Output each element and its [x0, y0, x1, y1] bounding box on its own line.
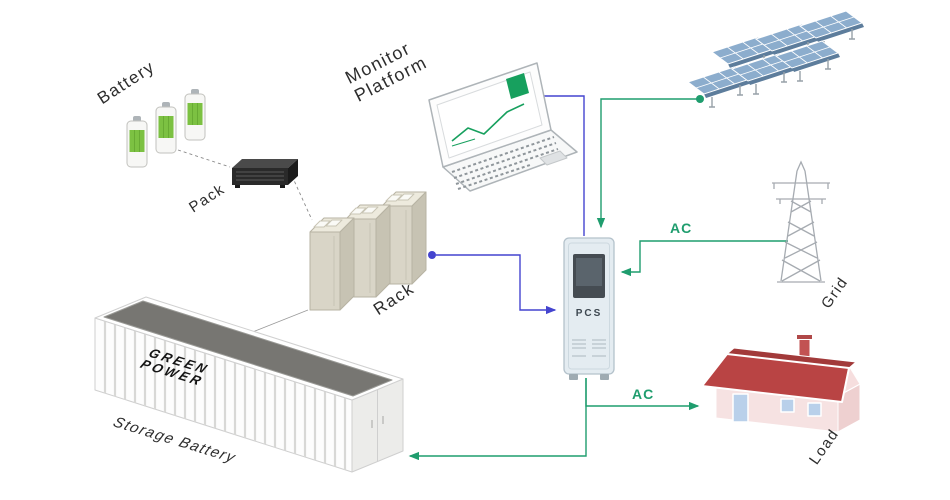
pack-to-rack-line — [291, 175, 313, 221]
ac-load-label: AC — [632, 386, 655, 402]
battery-cells-icon — [126, 89, 206, 168]
rack-to-container-line — [249, 309, 309, 334]
battery-to-pack-line — [177, 149, 231, 168]
solar-panels-icon — [687, 10, 865, 108]
pcs-to-container-arrow — [408, 378, 587, 461]
storage-container-icon — [94, 296, 404, 473]
solar-to-pcs-arrow — [596, 98, 700, 229]
monitor-laptop-icon — [428, 62, 578, 192]
flow-lines — [408, 91, 788, 461]
grid-tower-icon — [772, 160, 830, 283]
battery-rack-icon — [309, 191, 427, 311]
pcs-to-monitor-arrow — [524, 91, 585, 236]
dashed-connectors — [177, 149, 313, 221]
grid-to-pcs-arrow — [620, 240, 788, 277]
rack-node-dot — [428, 251, 436, 259]
pcs-label: PCS — [575, 308, 603, 319]
load-house-icon — [701, 334, 861, 433]
battery-pack-icon — [232, 159, 298, 188]
pcs-cabinet-icon — [563, 237, 615, 380]
rack-to-pcs-arrow — [436, 254, 557, 315]
solar-node-dot — [696, 95, 704, 103]
ac-grid-label: AC — [670, 220, 693, 236]
